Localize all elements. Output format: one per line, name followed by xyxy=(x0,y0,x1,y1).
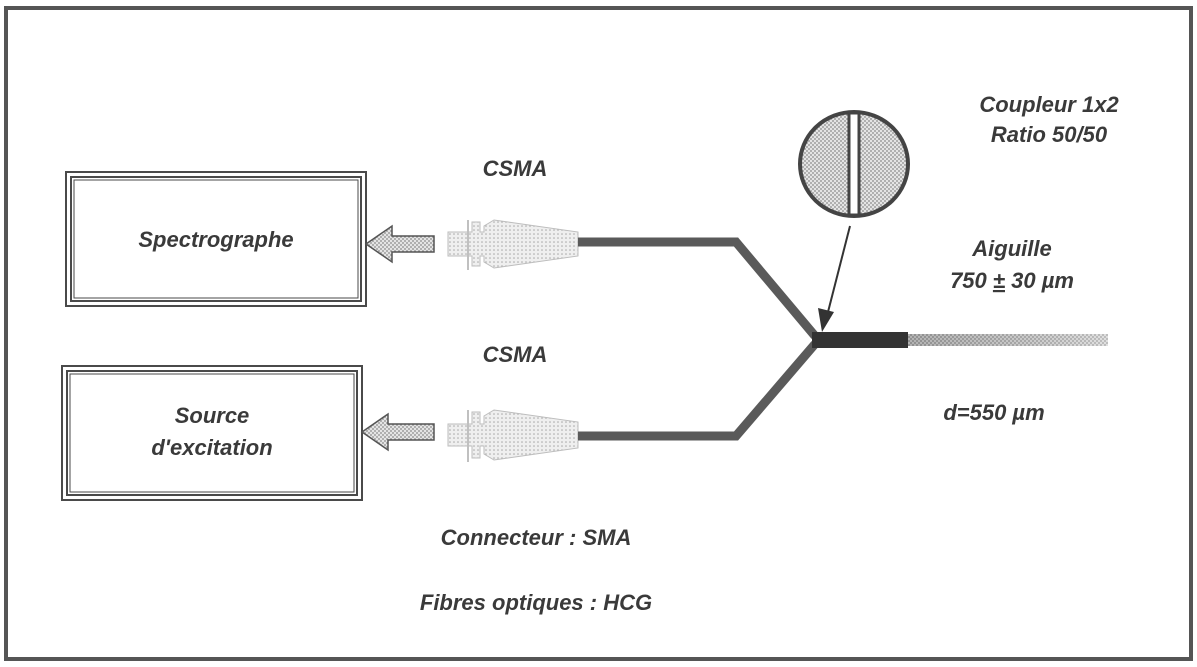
csma-connector-bottom-icon xyxy=(447,409,579,462)
needle-label-line2: 750 ± 30 µm xyxy=(950,268,1074,293)
connector-label: Connecteur : SMA xyxy=(441,525,632,550)
fibers-label: Fibres optiques : HCG xyxy=(420,590,652,615)
spectrograph-box: Spectrographe xyxy=(65,171,367,307)
csma-bottom-label: CSMA xyxy=(483,342,548,367)
arrow-to-source-icon xyxy=(360,412,435,452)
fiber-lower xyxy=(578,341,819,441)
needle-tolerance: 30 µm xyxy=(1011,268,1074,293)
csma-top-label: CSMA xyxy=(483,156,548,181)
diameter-label: d=550 µm xyxy=(943,400,1044,425)
coupler-pointer-arrow xyxy=(818,225,851,332)
excitation-source-box: Source d'excitation xyxy=(61,365,363,501)
coupler-cross-section-icon xyxy=(798,110,910,218)
spectrograph-label: Spectrographe xyxy=(138,227,293,252)
diagram-frame xyxy=(4,6,1193,661)
coupler-label-line2: Ratio 50/50 xyxy=(991,122,1108,147)
needle-plus-minus: ± xyxy=(993,268,1005,293)
needle-label-line1: Aiguille xyxy=(971,236,1051,261)
source-label-line1: Source xyxy=(175,403,250,428)
fiber-upper xyxy=(578,237,819,339)
arrow-to-spectrograph-icon xyxy=(364,224,435,264)
source-label-line2: d'excitation xyxy=(151,435,272,460)
needle-value: 750 xyxy=(950,268,987,293)
csma-connector-top-icon xyxy=(447,219,579,270)
needle-body xyxy=(812,332,908,348)
coupler-label-line1: Coupleur 1x2 xyxy=(979,92,1119,117)
